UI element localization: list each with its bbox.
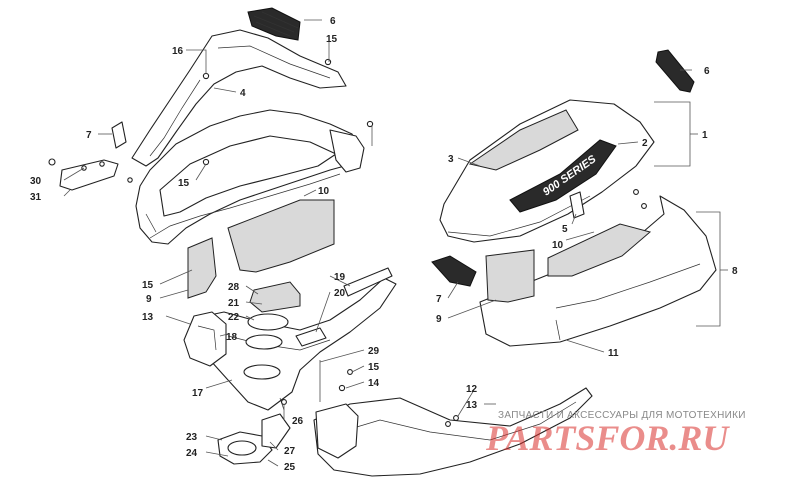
belly-pan (313, 387, 593, 477)
callout-3: 3 (448, 154, 454, 165)
grille-7-right (431, 255, 477, 287)
callout-17: 17 (192, 388, 204, 399)
callout-10-left: 10 (318, 186, 330, 197)
lower-panel-recess (547, 223, 652, 277)
watermark-logo: PARTSFOR.RU (485, 418, 730, 458)
callout-labels: 6 15 16 4 7 30 31 15 15 9 28 21 22 13 18… (30, 16, 738, 473)
knee-pad-9-right (485, 249, 535, 303)
callout-19: 19 (334, 272, 346, 283)
callout-6-top: 6 (330, 16, 336, 27)
callout-15-pan: 15 (368, 362, 380, 373)
callout-9-left: 9 (146, 294, 152, 305)
side-bracket-31 (59, 159, 119, 191)
fastener-15-top (324, 58, 332, 66)
upper-panel-accent (468, 109, 579, 171)
knee-pad-9-left (187, 237, 217, 299)
callout-1: 1 (702, 130, 708, 141)
callout-23: 23 (186, 432, 198, 443)
callout-27: 27 (284, 446, 296, 457)
duct-neck (261, 413, 291, 449)
bracket-20 (295, 327, 327, 347)
callout-2: 2 (642, 138, 648, 149)
support-rod-19 (343, 267, 393, 297)
badge-area (509, 139, 617, 213)
callout-16-top: 16 (172, 46, 184, 57)
fastener-16-side (366, 120, 374, 128)
right-panel-assembly: 900 SERIES (431, 49, 717, 347)
callout-5: 5 (562, 224, 568, 235)
callout-15-knee: 15 (142, 280, 154, 291)
frame-opening-mid (245, 334, 283, 350)
callout-29: 29 (368, 346, 380, 357)
watermark-tagline: ЗАПЧАСТИ И АКСЕССУАРЫ ДЛЯ МОТОТЕХНИКИ (498, 410, 746, 421)
callout-13-right: 13 (466, 400, 478, 411)
frame-opening-upper (247, 313, 289, 331)
belly-pan-assembly (313, 369, 593, 477)
callout-4: 4 (240, 88, 246, 99)
bracket-7-left (111, 121, 127, 149)
side-bracket-13-left (183, 311, 227, 367)
callout-12: 12 (466, 384, 478, 395)
fastener-14 (338, 384, 346, 392)
bracket-5 (569, 191, 585, 219)
upper-side-panel (439, 99, 655, 243)
callout-15-top: 15 (326, 34, 338, 45)
left-hood-assembly (48, 7, 397, 465)
callout-6-right: 6 (704, 66, 710, 77)
hood-windshield-recess (159, 135, 337, 217)
fastener-15-hood (202, 158, 210, 166)
callout-8: 8 (732, 266, 738, 277)
vent-grille-6-right (655, 49, 695, 93)
callout-24: 24 (186, 448, 198, 459)
callout-22: 22 (228, 312, 240, 323)
callout-10-right: 10 (552, 240, 564, 251)
dash-panel-10-left (227, 199, 335, 273)
callout-7-right: 7 (436, 294, 442, 305)
belly-pan-bracket (315, 403, 359, 459)
hood-side-panel (329, 129, 365, 173)
fastener-15-pan (347, 369, 353, 375)
callout-14: 14 (368, 378, 380, 389)
leader-lines (63, 19, 728, 467)
nose-trim-strip (131, 29, 347, 167)
callout-21: 21 (228, 298, 240, 309)
callout-9-right: 9 (436, 314, 442, 325)
frame-opening-lower (243, 364, 281, 380)
callout-30: 30 (30, 176, 42, 187)
callout-26: 26 (292, 416, 304, 427)
callout-31: 31 (30, 192, 42, 203)
callout-15-hood: 15 (178, 178, 190, 189)
callout-25: 25 (284, 462, 296, 473)
plate-28 (249, 281, 301, 313)
callout-20: 20 (334, 288, 346, 299)
lower-frame (195, 277, 397, 411)
callout-28: 28 (228, 282, 240, 293)
callout-13-left: 13 (142, 312, 154, 323)
fastener-16-top (202, 72, 210, 80)
watermark: ЗАПЧАСТИ И АКСЕССУАРЫ ДЛЯ МОТОТЕХНИКИ PA… (485, 410, 746, 458)
callout-11: 11 (608, 348, 619, 359)
callout-7-left: 7 (86, 130, 92, 141)
callout-18: 18 (226, 332, 238, 343)
